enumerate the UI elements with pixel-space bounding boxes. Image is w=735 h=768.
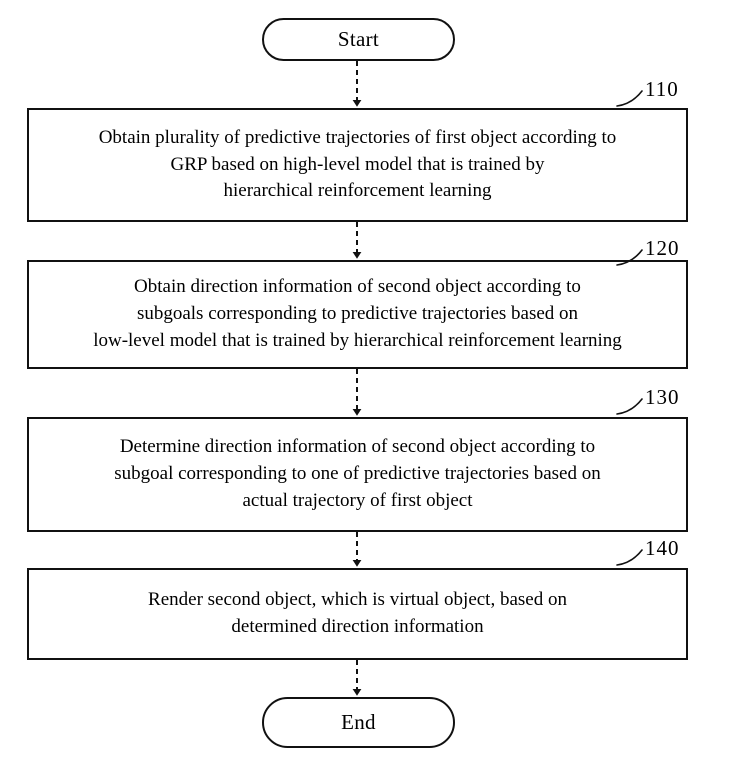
reference-numeral-130: 130: [645, 385, 680, 409]
process-box-130-text: Determine direction information of secon…: [114, 436, 601, 511]
process-box-120: Obtain direction information of second o…: [27, 260, 688, 369]
process-box-140-text: Render second object, which is virtual o…: [148, 589, 567, 637]
process-box-120-text: Obtain direction information of second o…: [93, 276, 622, 351]
process-box-130: Determine direction information of secon…: [27, 417, 688, 532]
leader-line-140: [616, 549, 643, 566]
reference-numeral-120: 120: [645, 236, 680, 260]
reference-numeral-140: 140: [645, 536, 680, 560]
end-terminator: End: [262, 697, 455, 748]
start-terminator: Start: [262, 18, 455, 61]
reference-numeral-110: 110: [645, 77, 679, 101]
process-box-140: Render second object, which is virtual o…: [27, 568, 688, 660]
start-terminator-label: Start: [337, 26, 380, 51]
leader-line-110: [616, 90, 643, 107]
leader-line-130: [616, 398, 643, 415]
process-box-110-text: Obtain plurality of predictive trajector…: [98, 126, 617, 202]
process-box-110: Obtain plurality of predictive trajector…: [27, 108, 688, 222]
end-terminator-label: End: [341, 709, 376, 734]
